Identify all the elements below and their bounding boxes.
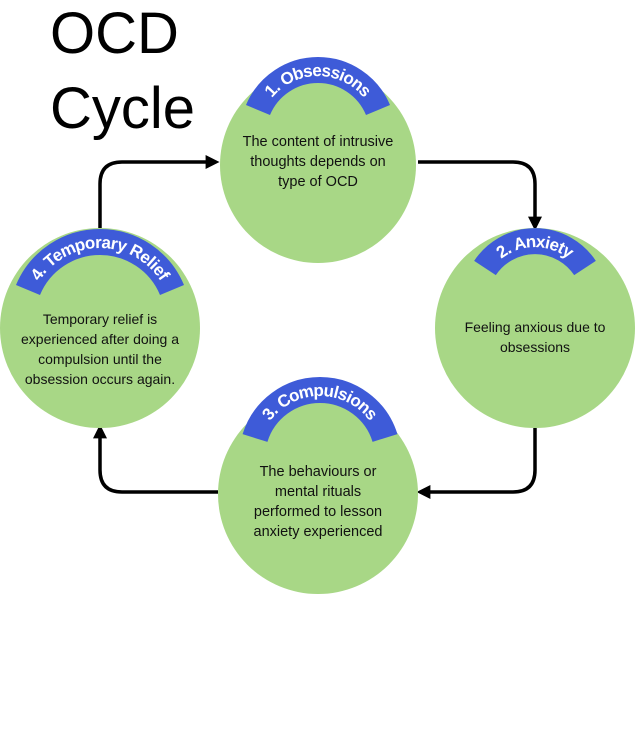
arrow-compulsions-to-relief	[93, 424, 218, 494]
stage-banner-anxiety	[474, 228, 596, 276]
arrow-anxiety-to-compulsions	[416, 428, 537, 499]
diagram-title-line-1: OCD	[50, 1, 179, 66]
stage-description-temporary-relief: Temporary relief is experienced after do…	[21, 311, 179, 387]
stage-circle-anxiety	[435, 228, 635, 428]
stage-circle-compulsions	[218, 394, 418, 594]
diagram-title-line-2: Cycle	[50, 76, 196, 141]
stage-description-anxiety: Feeling anxious due to obsessions	[464, 319, 606, 355]
stage-description-compulsions: The behaviours or mental rituals perform…	[253, 464, 383, 540]
stage-banner-obsessions	[246, 57, 390, 116]
stage-description-obsessions: The content of intrusive thoughts depend…	[242, 134, 394, 190]
stage-banner-temporary-relief	[16, 229, 184, 296]
stage-banner-compulsions	[242, 376, 398, 443]
arrow-obsessions-to-anxiety	[418, 160, 542, 231]
stage-circle-obsessions	[220, 67, 416, 263]
arrow-relief-to-obsessions	[98, 155, 220, 228]
